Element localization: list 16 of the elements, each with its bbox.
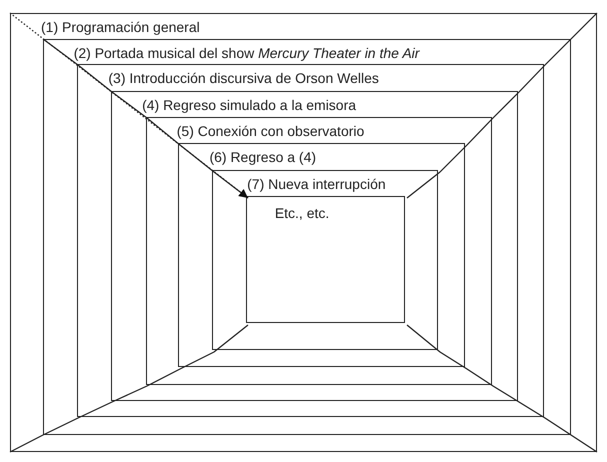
- frame-heading: (7) Nueva interrupción: [247, 176, 386, 192]
- frame-heading: (1) Programación general: [41, 19, 200, 35]
- frame-heading: (4) Regreso simulado a la emisora: [142, 97, 356, 114]
- frame-box: [77, 64, 544, 418]
- frame-heading: (5) Conexión con observatorio: [176, 122, 364, 139]
- frame-box: [42, 38, 571, 435]
- frame-heading: (6) Regreso a (4): [209, 149, 316, 166]
- frame-box: [178, 143, 466, 368]
- frame-box: [146, 116, 492, 385]
- frame-box: [246, 196, 405, 323]
- frame-heading: (2) Portada musical del show Mercury Theater in the Air: [74, 44, 420, 61]
- arrow: [10, 12, 248, 198]
- frame-box: [212, 170, 438, 350]
- frame-heading: Etc., etc.: [274, 204, 330, 221]
- frame-box: [111, 91, 518, 402]
- frame-heading: (3) Introducción discursiva de Orson Welles: [108, 70, 379, 86]
